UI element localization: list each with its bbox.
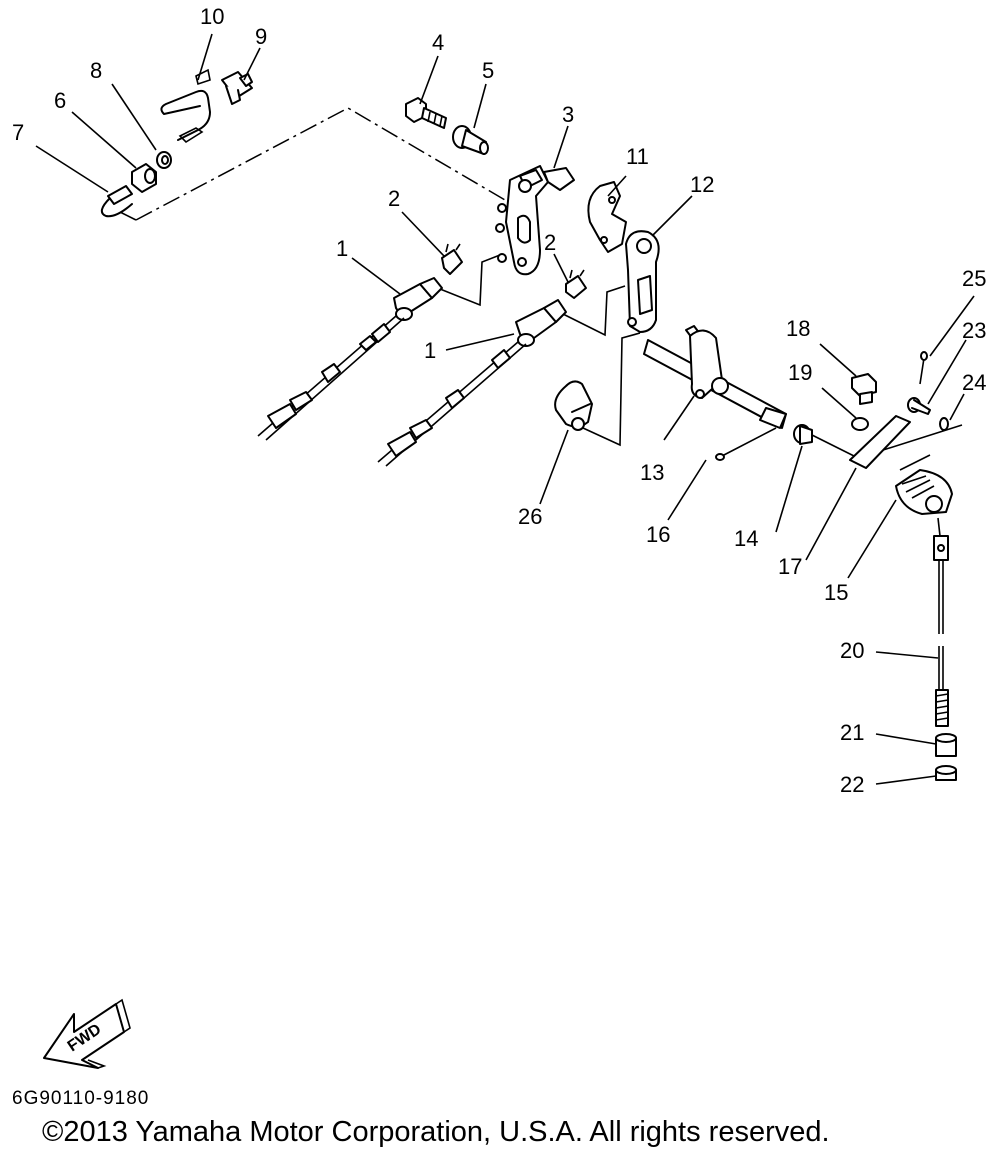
part-12-lever bbox=[625, 230, 701, 339]
part-18-bolt bbox=[851, 373, 877, 405]
callout-8: 8 bbox=[90, 58, 102, 83]
callout-11: 11 bbox=[626, 144, 649, 169]
part-11-plate bbox=[587, 181, 627, 253]
part-23-pin bbox=[907, 397, 931, 415]
leader-lines bbox=[35, 33, 975, 785]
part-21-nut bbox=[935, 733, 957, 757]
callout-4: 4 bbox=[432, 30, 444, 55]
callout-7: 7 bbox=[12, 120, 24, 145]
callout-labels: 10 9 8 6 7 4 5 3 11 12 2 2 1 1 25 18 23 … bbox=[12, 4, 986, 797]
part-3-arm bbox=[495, 165, 575, 276]
callout-22: 22 bbox=[840, 772, 864, 797]
part-22-washer bbox=[935, 765, 957, 781]
cable-a bbox=[257, 315, 405, 441]
callout-3: 3 bbox=[562, 102, 574, 127]
callout-10: 10 bbox=[200, 4, 224, 29]
callout-1a: 1 bbox=[336, 236, 348, 261]
part-8-washer bbox=[156, 151, 172, 169]
callout-15: 15 bbox=[824, 580, 848, 605]
callout-12: 12 bbox=[690, 172, 714, 197]
part-6-nut bbox=[131, 163, 157, 193]
callout-2b: 2 bbox=[544, 230, 556, 255]
part-17-plate bbox=[849, 415, 911, 469]
callout-2a: 2 bbox=[388, 186, 400, 211]
callout-1b: 1 bbox=[424, 338, 436, 363]
part-1-joint-b bbox=[515, 299, 567, 347]
part-4-bolt bbox=[405, 97, 447, 129]
part-7-hook bbox=[100, 185, 133, 218]
callout-19: 19 bbox=[788, 360, 812, 385]
callout-24: 24 bbox=[962, 370, 986, 395]
part-9-clip bbox=[221, 71, 253, 105]
callout-6: 6 bbox=[54, 88, 66, 113]
part-19-washer bbox=[851, 417, 869, 431]
callout-5: 5 bbox=[482, 58, 494, 83]
callout-20: 20 bbox=[840, 638, 864, 663]
diagram-code: 6G90110-9180 bbox=[12, 1088, 150, 1109]
part-20-rod bbox=[933, 517, 949, 727]
part-13-shaft bbox=[643, 329, 787, 429]
part-5-collar bbox=[452, 125, 489, 155]
part-26-joint bbox=[554, 380, 593, 431]
callout-25: 25 bbox=[962, 266, 986, 291]
part-16-pin bbox=[715, 427, 777, 461]
part-2-clip-b bbox=[565, 269, 587, 299]
callout-18: 18 bbox=[786, 316, 810, 341]
callout-17: 17 bbox=[778, 554, 802, 579]
copyright-notice: ©2013 Yamaha Motor Corporation, U.S.A. A… bbox=[42, 1116, 830, 1148]
callout-26: 26 bbox=[518, 504, 542, 529]
callout-13: 13 bbox=[640, 460, 664, 485]
callout-23: 23 bbox=[962, 318, 986, 343]
callout-9: 9 bbox=[255, 24, 267, 49]
part-15-joint bbox=[895, 469, 953, 515]
part-1-joint-a bbox=[393, 277, 443, 321]
part-24-clip bbox=[939, 417, 949, 431]
callout-14: 14 bbox=[734, 526, 758, 551]
callout-21: 21 bbox=[840, 720, 864, 745]
callout-16: 16 bbox=[646, 522, 670, 547]
fwd-arrow-icon: FWD bbox=[43, 998, 131, 1069]
part-25-pin bbox=[919, 351, 928, 385]
part-2-clip-a bbox=[441, 243, 463, 275]
assembly-lines bbox=[119, 107, 963, 471]
cable-b bbox=[377, 341, 527, 467]
part-14-bushing bbox=[793, 424, 813, 445]
part-10-rod bbox=[160, 68, 211, 144]
